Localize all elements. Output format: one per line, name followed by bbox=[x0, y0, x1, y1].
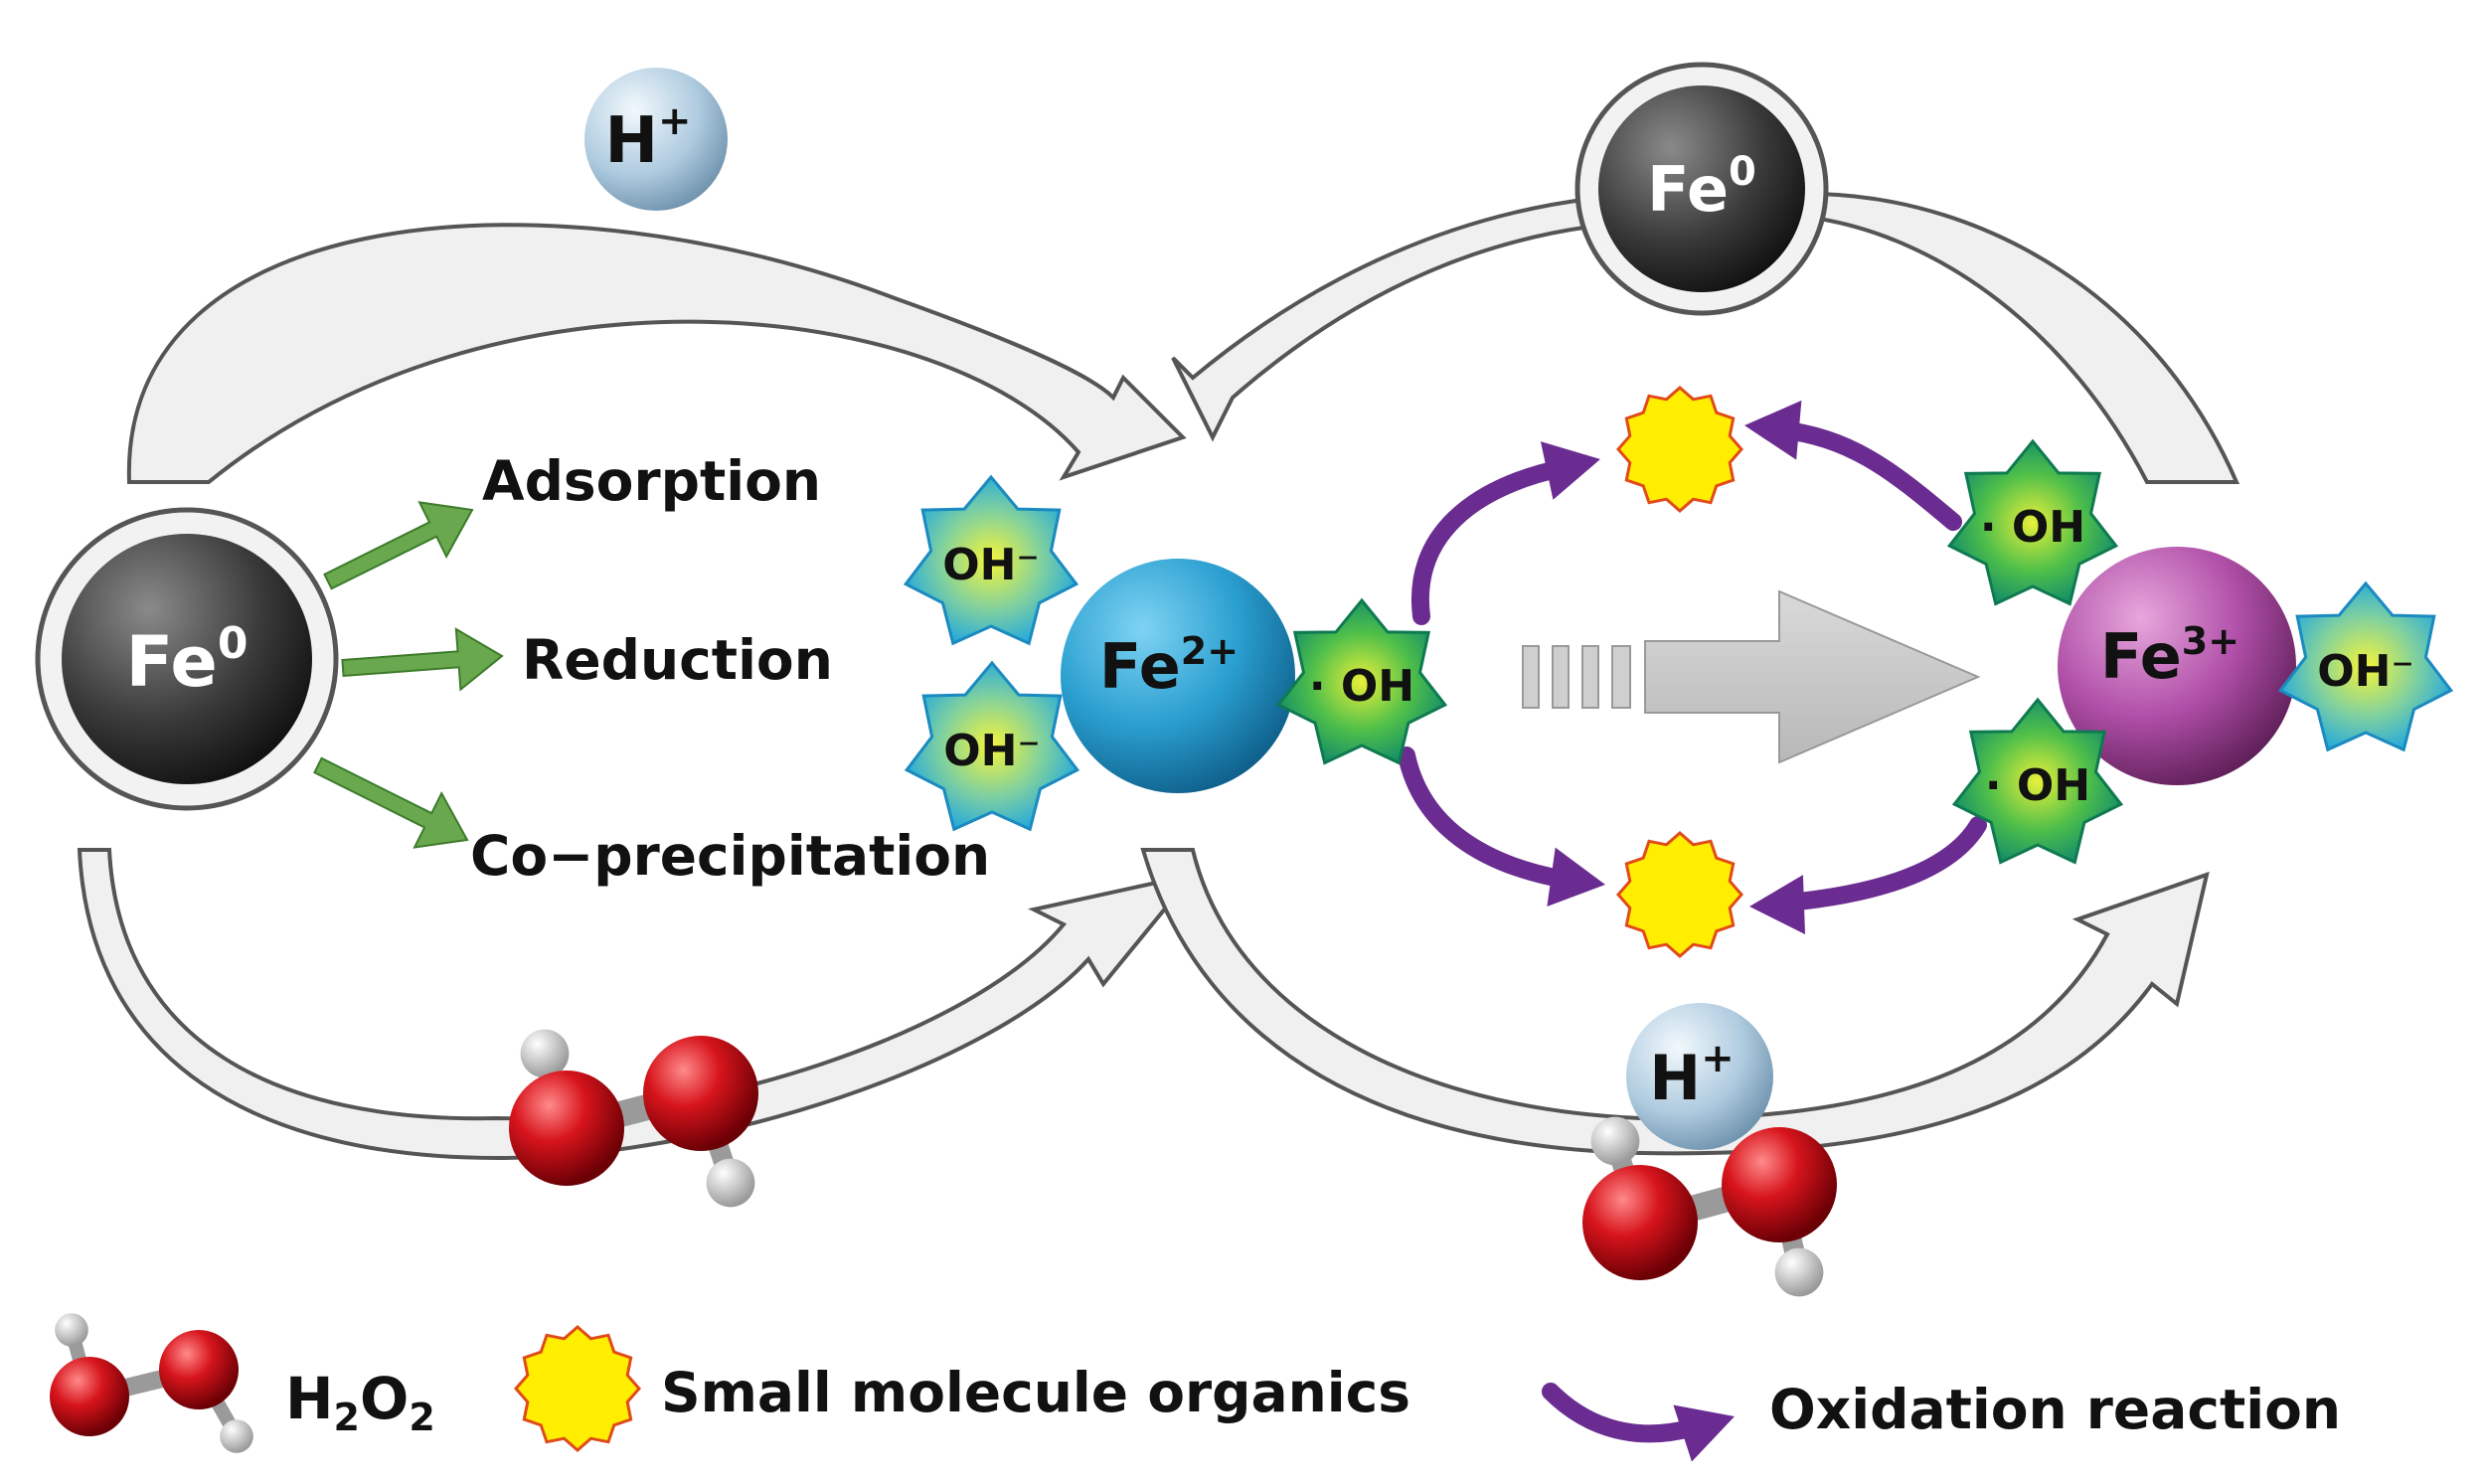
oh-radical-star-upper-label: · OH bbox=[1980, 502, 2085, 553]
svg-text:Fe3+: Fe3+ bbox=[2100, 619, 2239, 693]
fe0-left-particle: Fe0 bbox=[35, 507, 339, 811]
oxidation-arrow-upper-left bbox=[1410, 441, 1600, 625]
coprecipitation-arrow bbox=[313, 756, 469, 849]
cycle-arrow-bottom-left bbox=[77, 848, 1199, 1161]
organic-star-lower bbox=[1616, 831, 1743, 958]
fe0-left-charge: 0 bbox=[218, 618, 248, 669]
fe2-charge: 2+ bbox=[1181, 629, 1239, 673]
h2o2-molecule-right bbox=[1582, 1116, 1837, 1297]
adsorption-label: Adsorption bbox=[482, 449, 821, 513]
h2o2-molecule-left bbox=[509, 1029, 758, 1208]
h-plus-top-symbol: H bbox=[604, 104, 658, 178]
fe0-top-particle: Fe0 bbox=[1574, 62, 1829, 316]
fe0-top-charge: 0 bbox=[1729, 149, 1756, 195]
oh-radical-star-fe2: · OH bbox=[1275, 597, 1448, 765]
process-arrows bbox=[313, 501, 504, 849]
oh-minus-star-lower-label: OH⁻ bbox=[943, 726, 1040, 776]
legend-oxidation-label: Oxidation reaction bbox=[1769, 1378, 2341, 1441]
oxidation-arrow-upper-right bbox=[1744, 400, 1962, 531]
oh-radical-star-lower: · OH bbox=[1951, 697, 2124, 865]
star-badges: OH⁻ OH⁻ · OH · OH · OH OH⁻ bbox=[514, 386, 2454, 1452]
fe3-symbol: Fe bbox=[2100, 620, 2182, 693]
legend-h2o2-label: H2O2 bbox=[285, 1365, 435, 1439]
oh-radical-star-fe2-label: · OH bbox=[1309, 661, 1414, 712]
cycle-arrow-bottom-right bbox=[1140, 848, 2210, 1156]
oxidation-arrow-lower-right bbox=[1749, 816, 1987, 935]
legend: H2O2 Small molecule organics Oxidation r… bbox=[285, 1361, 2341, 1441]
legend-h2o2-molecule bbox=[50, 1313, 253, 1453]
h-plus-bottom-charge: + bbox=[1701, 1036, 1735, 1081]
fe0-top-symbol: Fe bbox=[1647, 153, 1729, 226]
oh-radical-star-upper: · OH bbox=[1946, 438, 2119, 606]
fe2-symbol: Fe bbox=[1099, 630, 1181, 703]
legend-organic-star bbox=[514, 1325, 641, 1452]
organic-star-upper bbox=[1616, 386, 1743, 513]
fe3-ion: Fe3+ bbox=[2058, 547, 2296, 785]
oh-minus-star-fe3-label: OH⁻ bbox=[2317, 646, 2413, 697]
fe0-left-symbol: Fe bbox=[125, 621, 217, 703]
transition-arrow bbox=[1522, 589, 1981, 764]
svg-text:H+: H+ bbox=[604, 98, 691, 178]
oh-minus-star-lower: OH⁻ bbox=[904, 660, 1080, 832]
oh-minus-star-upper-label: OH⁻ bbox=[942, 540, 1039, 590]
h-plus-bottom-symbol: H bbox=[1649, 1042, 1701, 1114]
cycle-arrow-top-right bbox=[1171, 191, 2240, 484]
h2o2-molecules bbox=[50, 1029, 1837, 1453]
oh-minus-star-upper: OH⁻ bbox=[903, 474, 1079, 646]
oxidation-arrows bbox=[1398, 400, 1987, 1462]
svg-text:Fe2+: Fe2+ bbox=[1099, 629, 1239, 703]
svg-text:H+: H+ bbox=[1649, 1036, 1734, 1114]
cycle-arrow-top-left bbox=[126, 223, 1187, 484]
reduction-arrow bbox=[341, 627, 504, 692]
h-plus-top: H+ bbox=[584, 68, 728, 211]
fe3-charge: 3+ bbox=[2182, 619, 2239, 663]
h-plus-bottom: H+ bbox=[1626, 1003, 1773, 1150]
cycle-arrows bbox=[77, 191, 2240, 1161]
adsorption-arrow bbox=[323, 501, 474, 590]
oh-radical-star-lower-label: · OH bbox=[1985, 760, 2090, 811]
svg-text:Fe0: Fe0 bbox=[1647, 149, 1756, 226]
svg-text:Fe0: Fe0 bbox=[125, 618, 248, 703]
legend-oxidation-arrow bbox=[1542, 1383, 1735, 1462]
oxidation-arrow-lower-left bbox=[1398, 746, 1605, 907]
h-plus-top-charge: + bbox=[658, 98, 692, 144]
reduction-label: Reduction bbox=[522, 628, 833, 692]
oh-minus-star-fe3: OH⁻ bbox=[2277, 580, 2454, 752]
legend-organics-label: Small molecule organics bbox=[661, 1361, 1410, 1424]
coprecipitation-label: Co−precipitation bbox=[470, 824, 990, 888]
fe2-ion: Fe2+ bbox=[1061, 559, 1295, 793]
